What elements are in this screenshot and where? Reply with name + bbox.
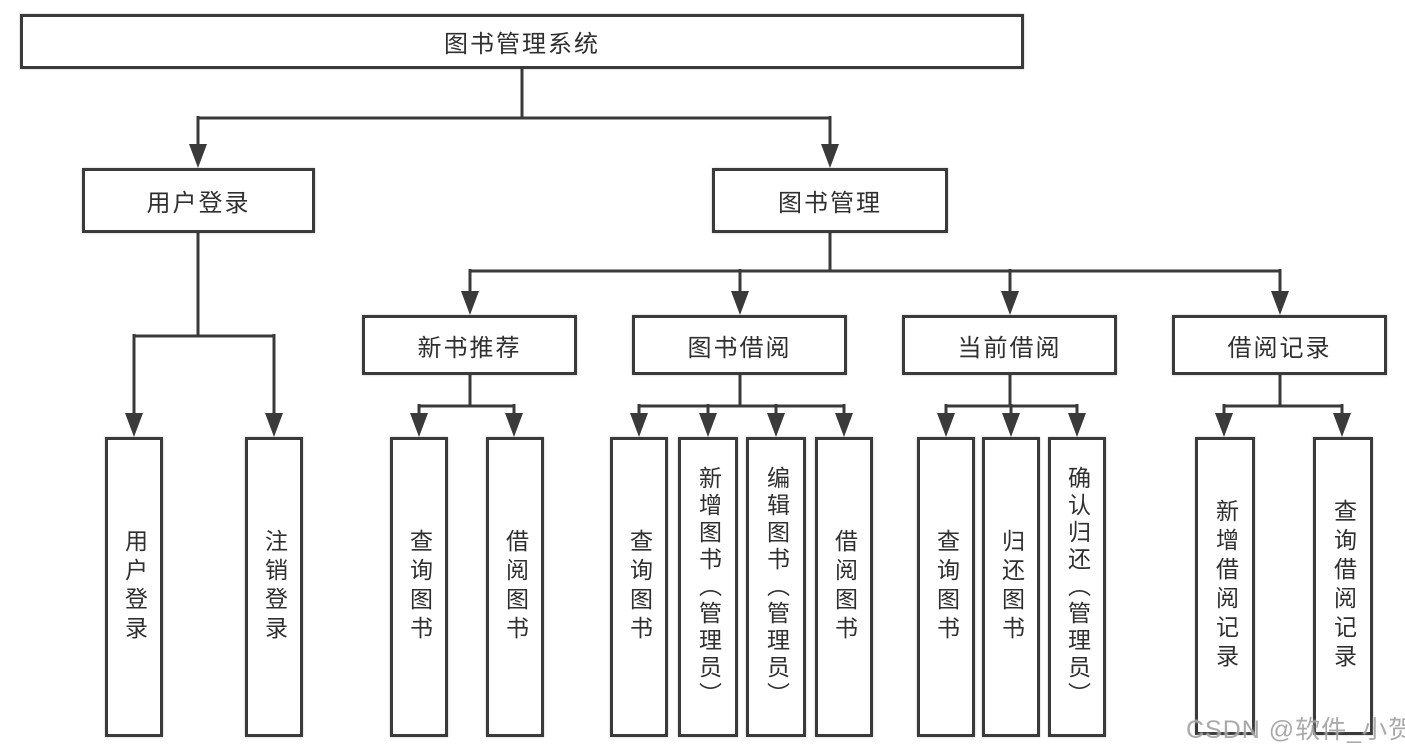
csdn-watermark: CSDN @软件_小贺同学 bbox=[1186, 716, 1405, 744]
connector-book-mgmt-children bbox=[468, 232, 1282, 297]
leaf-query-book-current: 查询图书 bbox=[917, 437, 975, 737]
node-label: 注销登录 bbox=[261, 529, 288, 645]
connector-current-borrow-children bbox=[944, 375, 1079, 419]
node-book-management: 图书管理 bbox=[712, 168, 948, 233]
node-label: 编辑图书（管理员） bbox=[763, 465, 790, 709]
node-label: 查询图书 bbox=[626, 529, 653, 645]
node-label: 新书推荐 bbox=[417, 334, 522, 362]
node-label: 查询图书 bbox=[406, 529, 433, 645]
node-label: 查询借阅记录 bbox=[1330, 499, 1357, 673]
node-label: 借阅图书 bbox=[831, 529, 858, 645]
arrowheads-user-login-children bbox=[125, 413, 283, 437]
arrowheads-borrow-records-children bbox=[1215, 413, 1351, 437]
node-label: 归还图书 bbox=[998, 529, 1025, 645]
connector-borrow-records-children bbox=[1222, 375, 1344, 419]
connector-book-borrow-children bbox=[637, 375, 846, 419]
node-label: 图书管理系统 bbox=[444, 31, 600, 58]
connector-user-login-children bbox=[132, 233, 276, 419]
node-label: 用户登录 bbox=[146, 190, 251, 217]
node-label: 新增图书（管理员） bbox=[695, 465, 722, 709]
node-label: 用户登录 bbox=[121, 529, 148, 645]
arrowheads-current-borrow-children bbox=[937, 413, 1086, 437]
connector-root-to-level2 bbox=[196, 69, 832, 150]
node-label: 新增借阅记录 bbox=[1212, 499, 1239, 673]
leaf-user-login: 用户登录 bbox=[105, 437, 163, 737]
leaf-add-book-admin: 新增图书（管理员） bbox=[678, 437, 738, 737]
node-new-book-recommend: 新书推荐 bbox=[362, 315, 577, 375]
leaf-return-book: 归还图书 bbox=[982, 437, 1040, 737]
node-label: 确认归还（管理员） bbox=[1064, 465, 1091, 709]
arrowheads-new-book-rec-children bbox=[410, 413, 523, 437]
leaf-edit-book-admin: 编辑图书（管理员） bbox=[746, 437, 806, 737]
node-borrow-records: 借阅记录 bbox=[1172, 315, 1387, 375]
node-label: 借阅记录 bbox=[1227, 334, 1332, 362]
leaf-borrow-book-recommend: 借阅图书 bbox=[486, 437, 544, 737]
leaf-query-book-borrow: 查询图书 bbox=[610, 437, 668, 737]
node-label: 图书借阅 bbox=[687, 334, 792, 362]
leaf-query-borrow-record: 查询借阅记录 bbox=[1313, 437, 1373, 735]
arrowheads-book-mgmt-children bbox=[461, 291, 1289, 315]
leaf-query-book-recommend: 查询图书 bbox=[390, 437, 448, 737]
leaf-borrow-book: 借阅图书 bbox=[815, 437, 873, 737]
node-user-login: 用户登录 bbox=[82, 168, 315, 233]
node-book-borrow: 图书借阅 bbox=[632, 315, 847, 375]
leaf-confirm-return-admin: 确认归还（管理员） bbox=[1048, 437, 1106, 737]
node-label: 借阅图书 bbox=[502, 529, 529, 645]
arrowheads-book-borrow-children bbox=[630, 413, 853, 437]
leaf-logout: 注销登录 bbox=[245, 437, 303, 737]
connector-new-book-rec-children bbox=[417, 375, 516, 419]
node-label: 查询图书 bbox=[933, 529, 960, 645]
node-current-borrow: 当前借阅 bbox=[902, 315, 1117, 375]
node-label: 当前借阅 bbox=[957, 334, 1062, 362]
node-label: 图书管理 bbox=[778, 190, 882, 217]
arrowheads-level2 bbox=[189, 144, 839, 168]
leaf-add-borrow-record: 新增借阅记录 bbox=[1195, 437, 1255, 735]
node-root-system: 图书管理系统 bbox=[20, 14, 1024, 69]
